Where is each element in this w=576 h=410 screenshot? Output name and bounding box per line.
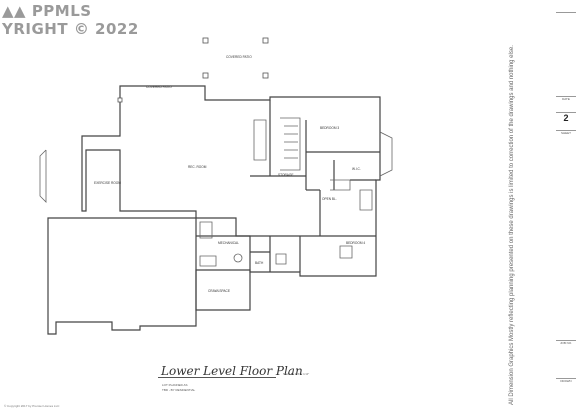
mountain-logo-icon: ▲▲ bbox=[2, 2, 27, 20]
room-mechanical: MECHANICAL bbox=[218, 241, 239, 245]
scale-note: SCALE: 1/4" = 1'-0" bbox=[283, 372, 310, 376]
plan-sub-line-1: LOT PLANNED AS bbox=[162, 383, 188, 387]
title-block: DATE 2 SHEET JOB NO. DRAWN bbox=[556, 0, 576, 410]
room-open-below: OPEN BL. bbox=[322, 197, 337, 201]
title-block-logo bbox=[556, 12, 576, 43]
copyright-footer: © Copyright 2017 by Premier Homes LLC bbox=[4, 404, 60, 408]
room-rec-room: REC. ROOM bbox=[188, 165, 207, 169]
title-block-row: JOB NO. bbox=[556, 340, 576, 349]
room-exercise-room: EXERCISE ROOM bbox=[94, 181, 121, 185]
title-underline bbox=[158, 377, 276, 378]
main-exterior-wall bbox=[81, 85, 381, 277]
room-covered-deck: COVERED PATIO bbox=[226, 55, 252, 59]
room-crawlspace: CRAWLSPACE bbox=[208, 289, 230, 293]
title-block-row: DATE bbox=[556, 96, 576, 111]
room-walk-in: W.I.C. bbox=[352, 167, 361, 171]
room-bath: BATH bbox=[255, 261, 264, 265]
watermark-logo: ▲▲ PPMLS bbox=[2, 2, 92, 20]
crawlspace-wall bbox=[195, 269, 251, 311]
title-block-row: SHEET bbox=[556, 130, 576, 151]
room-covered-patio: COVERED PATIO bbox=[146, 85, 172, 89]
plan-title: Lower Level Floor Plan bbox=[161, 364, 303, 378]
garage-wall bbox=[47, 217, 197, 335]
sheet-number: 2 bbox=[556, 112, 576, 127]
room-storage: STORAGE bbox=[278, 173, 294, 177]
title-block-row: DRAWN bbox=[556, 378, 576, 387]
room-bedroom-4: BEDROOM 4 bbox=[346, 241, 365, 245]
room-bedroom-3: BEDROOM 3 bbox=[320, 126, 339, 130]
watermark-copyright: YRIGHT © 2022 bbox=[2, 20, 139, 38]
plan-sub-line-2: TBD - BY RESIDENTIAL bbox=[162, 388, 196, 392]
disclaimer-note: All Dimension Graphics Mostly reflecting… bbox=[509, 45, 515, 405]
